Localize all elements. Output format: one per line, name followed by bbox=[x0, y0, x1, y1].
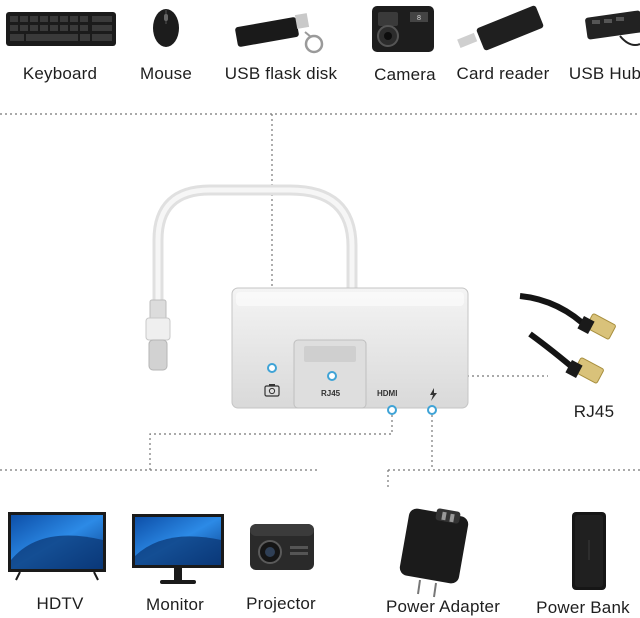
device-label-usb-flash-disk: USB flask disk bbox=[224, 64, 338, 83]
port-indicator-dots bbox=[267, 363, 437, 415]
device-label-usb-hub: USB Hub bbox=[568, 64, 640, 83]
device-label-camera: Camera bbox=[374, 65, 436, 84]
power-port-icon bbox=[430, 388, 437, 401]
device-label-mouse: Mouse bbox=[139, 64, 193, 83]
svg-text:8: 8 bbox=[417, 14, 421, 22]
device-label-power-adapter: Power Adapter bbox=[385, 597, 501, 616]
power-adapter-icon bbox=[399, 508, 469, 598]
mouse-icon bbox=[153, 9, 179, 47]
device-label-projector: Projector bbox=[246, 594, 316, 613]
port-label-rj45: RJ45 bbox=[321, 389, 341, 398]
usb-port-camera-icon bbox=[264, 384, 280, 397]
device-label-hdtv: HDTV bbox=[36, 594, 84, 613]
device-label-card-reader: Card reader bbox=[456, 64, 550, 83]
adapter-device bbox=[145, 184, 469, 415]
keyboard-icon bbox=[6, 12, 116, 46]
camera-icon: 8 bbox=[372, 6, 434, 52]
monitor-icon bbox=[132, 514, 224, 584]
lightning-connector bbox=[145, 317, 171, 371]
connector-lines bbox=[0, 113, 640, 490]
hdtv-icon bbox=[8, 512, 106, 581]
power-bank-icon bbox=[572, 512, 606, 590]
usb-hub-icon bbox=[585, 10, 640, 46]
usb-flash-disk-icon bbox=[235, 13, 324, 54]
device-label-keyboard: Keyboard bbox=[22, 64, 98, 83]
card-reader-icon bbox=[457, 5, 544, 51]
port-label-hdmi: HDMI bbox=[377, 389, 398, 398]
device-label-rj45: RJ45 bbox=[573, 402, 615, 421]
device-label-power-bank: Power Bank bbox=[536, 598, 630, 617]
device-label-monitor: Monitor bbox=[145, 595, 205, 614]
projector-icon bbox=[250, 524, 314, 570]
ethernet-cable-icon bbox=[519, 293, 616, 384]
